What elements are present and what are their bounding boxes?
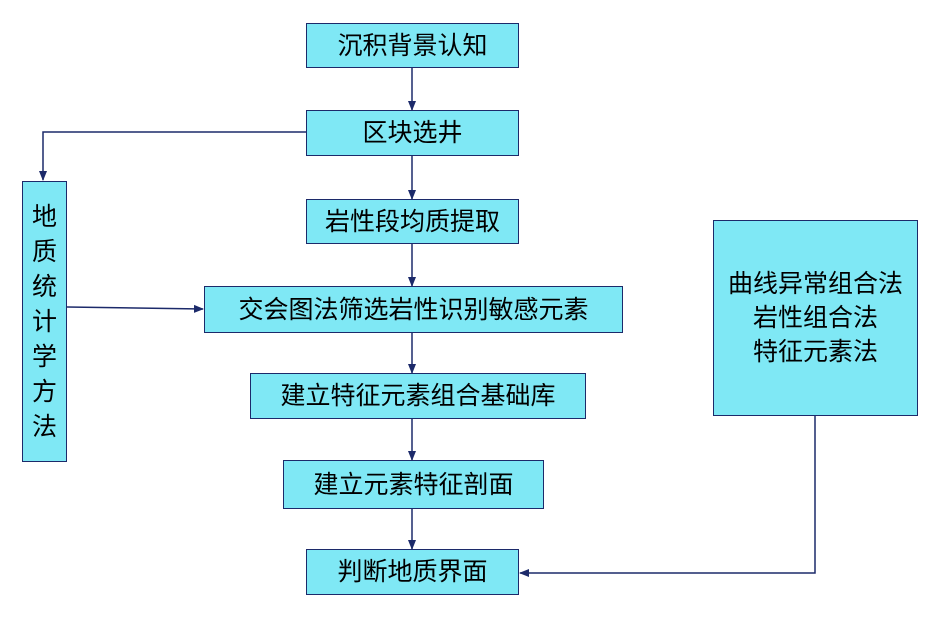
step-crossplot-screening: 交会图法筛选岩性识别敏感元素 bbox=[204, 286, 623, 333]
side-char: 地 bbox=[31, 202, 57, 231]
side-geostatistics-method: 地 质 统 计 学 方 法 bbox=[22, 181, 67, 462]
step-label: 沉积背景认知 bbox=[337, 30, 488, 60]
method-curve-anomaly: 曲线异常组合法 bbox=[727, 269, 903, 299]
side-char: 学 bbox=[31, 342, 57, 371]
side-char: 统 bbox=[31, 272, 57, 301]
step-block-well-selection: 区块选井 bbox=[306, 110, 519, 156]
step-geologic-interface: 判断地质界面 bbox=[306, 549, 519, 595]
step-label: 区块选井 bbox=[362, 118, 463, 147]
step-label: 判断地质界面 bbox=[337, 557, 488, 586]
side-char: 计 bbox=[31, 307, 57, 336]
step-lithology-extraction: 岩性段均质提取 bbox=[306, 199, 519, 244]
step-label: 建立特征元素组合基础库 bbox=[280, 381, 556, 410]
side-char: 法 bbox=[31, 412, 57, 441]
arrow-right-to-step7 bbox=[519, 416, 816, 577]
step-label: 建立元素特征剖面 bbox=[313, 469, 514, 499]
side-char: 方 bbox=[31, 377, 57, 406]
arrow-side-to-step4 bbox=[66, 304, 204, 313]
side-char: 质 bbox=[31, 237, 57, 266]
step-sediment-background: 沉积背景认知 bbox=[306, 23, 519, 68]
method-lithology-combination: 岩性组合法 bbox=[752, 303, 878, 333]
step-label: 岩性段均质提取 bbox=[324, 206, 500, 236]
step-label: 交会图法筛选岩性识别敏感元素 bbox=[238, 294, 589, 324]
step-element-library: 建立特征元素组合基础库 bbox=[250, 373, 586, 419]
right-methods-box: 曲线异常组合法 岩性组合法 特征元素法 bbox=[713, 220, 918, 416]
step-element-profile: 建立元素特征剖面 bbox=[283, 460, 544, 509]
arrow-step2-to-side bbox=[39, 131, 306, 181]
method-characteristic-element: 特征元素法 bbox=[752, 336, 878, 366]
